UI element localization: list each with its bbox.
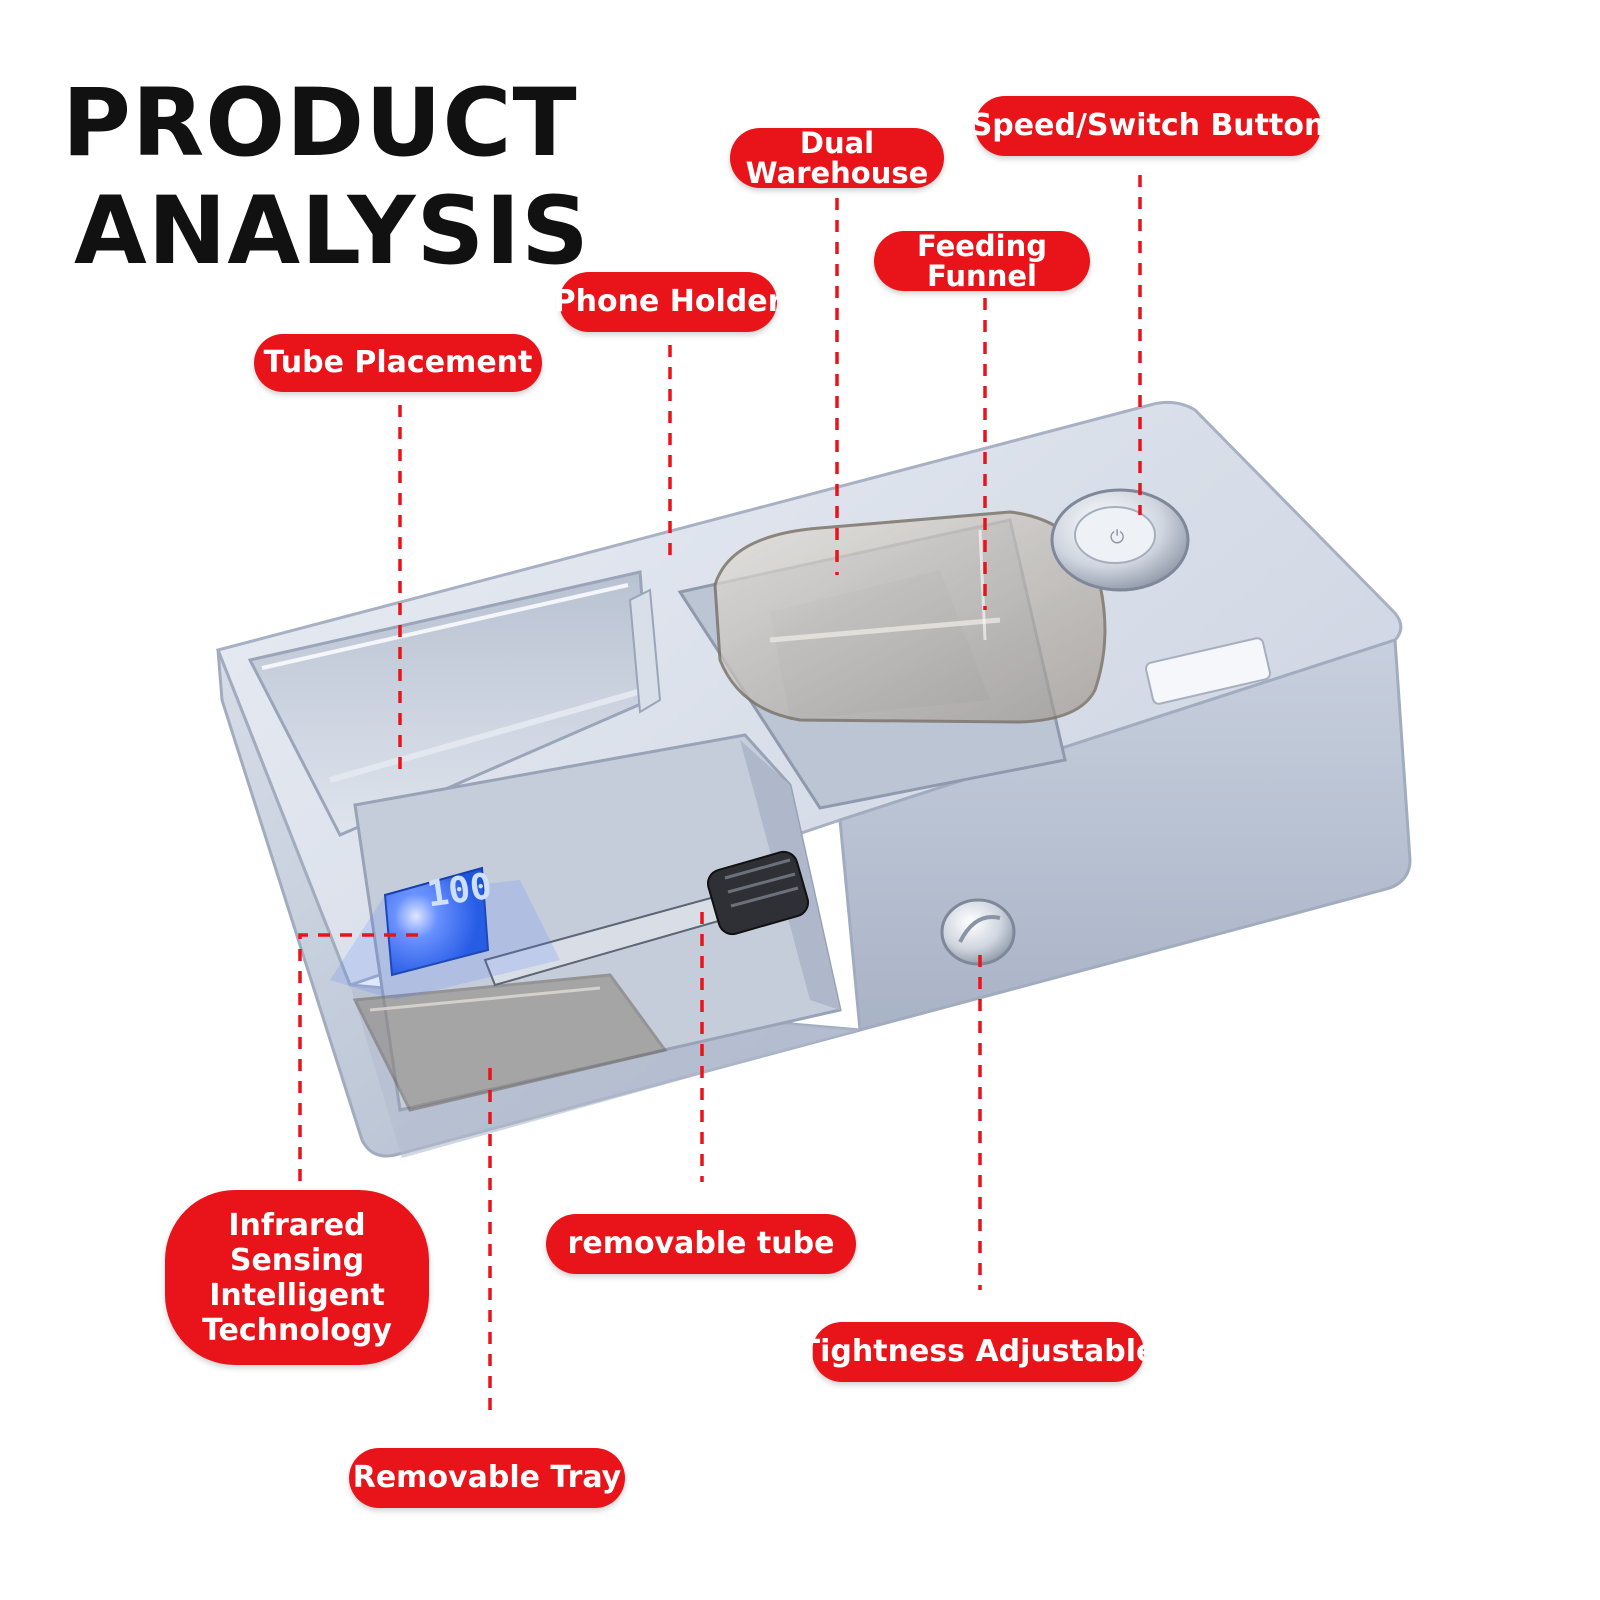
label-speed-switch-button: Speed/Switch Button [971,96,1325,156]
tightness-knob [940,898,1016,966]
digital-display: 100 [330,866,560,1000]
label-tube-placement: Tube Placement [254,334,542,392]
label-phone-holder: Phone Holder [554,272,782,332]
label-dual-warehouse: Dual Warehouse [730,128,944,188]
label-infrared-sensing: Infrared Sensing Intelligent Technology [165,1190,429,1365]
indicator-window [1145,637,1271,705]
label-feeding-funnel-text: Feeding Funnel [916,229,1048,293]
svg-text:⏻: ⏻ [1110,527,1124,548]
phone-holder-slot [628,588,662,714]
leader-lines [298,175,1142,1412]
label-infrared-sensing-text: Infrared Sensing Intelligent Technology [202,1207,392,1348]
feeding-funnel [713,510,1107,724]
removable-tray [352,973,668,1112]
leader-line-infrared [298,933,418,1185]
display-readout: 100 [424,866,494,916]
label-dual-warehouse-text: Dual Warehouse [745,126,929,190]
page-title-line-2: ANALYSIS [74,177,590,286]
page-title: PRODUCT ANALYSIS [62,70,590,286]
page-title-line-1: PRODUCT [62,69,578,178]
label-removable-tray: Removable Tray [349,1448,625,1508]
speed-switch-knob: ⏻ [1050,488,1190,592]
label-removable-tube: removable tube [546,1214,856,1274]
label-tightness-adjustable: Tightness Adjustable [800,1322,1156,1382]
label-feeding-funnel: Feeding Funnel [874,231,1090,291]
removable-tube [483,850,809,987]
